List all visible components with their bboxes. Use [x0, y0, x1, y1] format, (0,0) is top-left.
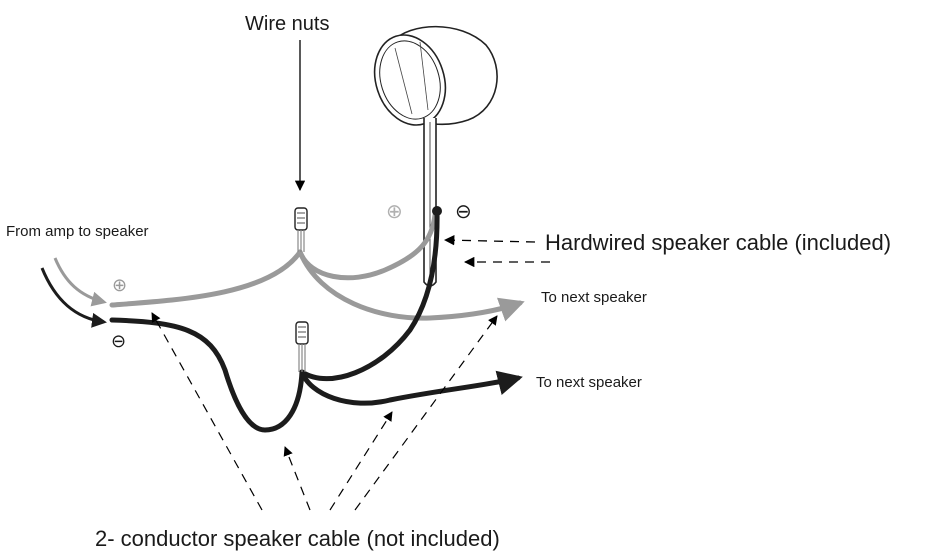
positive-wire-to-next	[297, 249, 525, 322]
positive-wire-to-speaker	[297, 212, 438, 281]
positive-wire-from-amp	[109, 249, 303, 308]
minus-symbol-speaker: ⊖	[455, 201, 472, 223]
positive-wires	[109, 212, 525, 322]
plus-symbol-speaker: ⊕	[386, 201, 403, 223]
hardwired-arrow-upper	[443, 235, 536, 246]
from-amp-arrow-negative	[40, 267, 107, 328]
speaker-icon	[373, 25, 498, 126]
negative-wires	[109, 207, 523, 433]
from-amp-label: From amp to speaker	[6, 223, 149, 240]
plus-symbol-wire: ⊕	[112, 275, 127, 295]
negative-wire-to-speaker	[299, 207, 440, 382]
to-next-speaker-bottom-label: To next speaker	[536, 374, 642, 391]
hardwired-cable-label: Hardwired speaker cable (included)	[545, 230, 891, 255]
conductor-cable-label: 2- conductor speaker cable (not included…	[95, 526, 500, 551]
conductor-cable-arrows	[151, 312, 498, 511]
negative-wire-from-amp	[109, 317, 305, 433]
wire-nut-top	[294, 207, 308, 252]
wire-nut-bottom	[295, 321, 309, 372]
negative-wire-to-next	[299, 369, 523, 406]
wire-nuts-label: Wire nuts	[245, 13, 329, 35]
to-next-speaker-top-label: To next speaker	[541, 289, 647, 306]
minus-symbol-wire: ⊖	[111, 331, 126, 351]
from-amp-arrow-positive	[53, 257, 107, 307]
speaker-negative-terminal	[432, 206, 442, 216]
